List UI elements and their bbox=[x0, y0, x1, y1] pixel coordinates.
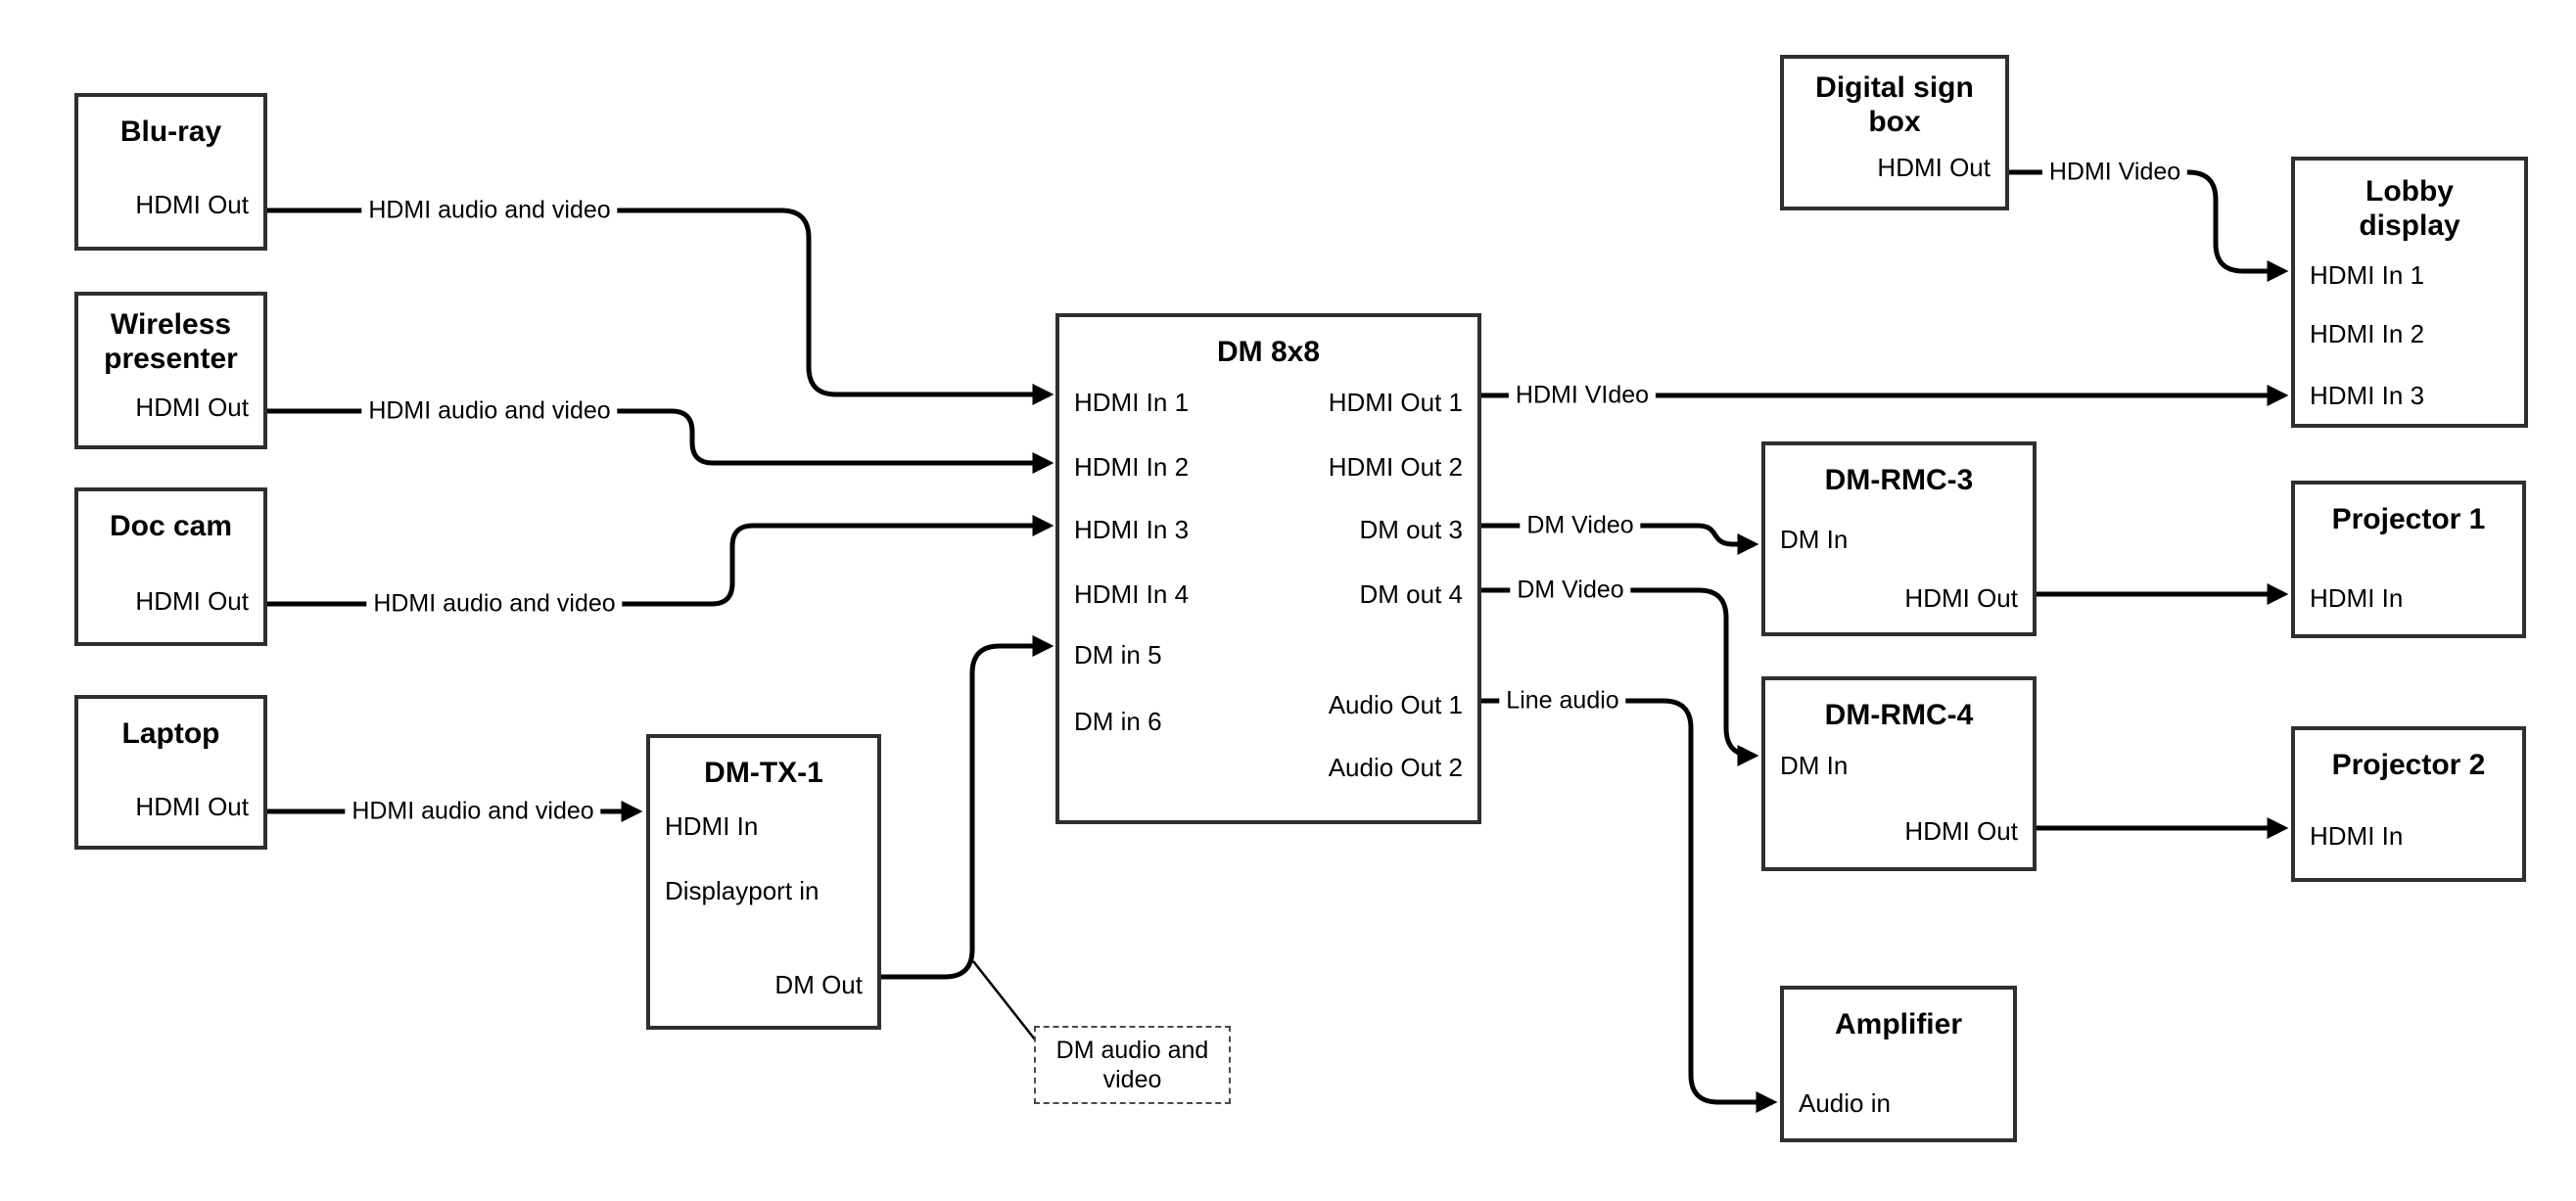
port-hdmi-out-1: HDMI Out 1 bbox=[1328, 388, 1463, 417]
connection-label: DM Video bbox=[1520, 511, 1641, 540]
node-title: Amplifier bbox=[1834, 1008, 1963, 1040]
port-audio-in: Audio in bbox=[1799, 1088, 1891, 1118]
connection-dmtx1-to-dm-in-5 bbox=[881, 634, 1054, 980]
port-dm-out-3: DM out 3 bbox=[1359, 515, 1464, 544]
connection-label: HDMI audio and video bbox=[366, 589, 623, 619]
node-blu-ray: Blu-ray HDMI Out bbox=[74, 93, 267, 251]
node-title: DM 8x8 bbox=[1216, 336, 1321, 368]
port-hdmi-out: HDMI Out bbox=[135, 586, 249, 616]
port-hdmi-in-2: HDMI In 2 bbox=[2310, 319, 2425, 348]
node-dm-rmc-4: DM-RMC-4 DM In HDMI Out bbox=[1761, 676, 2037, 871]
node-title: Digital sign box bbox=[1815, 71, 1974, 139]
node-title: Lobby display bbox=[2359, 175, 2460, 243]
connection-label: HDMI audio and video bbox=[361, 196, 618, 225]
port-hdmi-out: HDMI Out bbox=[1904, 583, 2018, 613]
port-displayport-in: Displayport in bbox=[665, 876, 820, 905]
node-doc-cam: Doc cam HDMI Out bbox=[74, 487, 267, 646]
port-dm-in: DM In bbox=[1780, 751, 1849, 780]
connection-audio-out-1-to-amplifier bbox=[1481, 698, 1778, 1114]
port-hdmi-in: HDMI In bbox=[2310, 583, 2404, 613]
connection-bluray-to-hdmi-in-1 bbox=[267, 208, 1054, 406]
node-title: DM-RMC-4 bbox=[1824, 699, 1974, 731]
port-hdmi-in-2: HDMI In 2 bbox=[1074, 452, 1190, 482]
node-projector-1: Projector 1 HDMI In bbox=[2291, 481, 2526, 638]
port-audio-out-2: Audio Out 2 bbox=[1328, 753, 1463, 782]
callout-leader-line bbox=[972, 960, 1036, 1040]
port-hdmi-in-3: HDMI In 3 bbox=[2310, 381, 2425, 410]
port-hdmi-in-3: HDMI In 3 bbox=[1074, 515, 1190, 544]
port-hdmi-out: HDMI Out bbox=[135, 190, 249, 219]
port-hdmi-out-2: HDMI Out 2 bbox=[1328, 452, 1463, 482]
node-title: DM-RMC-3 bbox=[1824, 464, 1974, 496]
port-dm-out: DM Out bbox=[774, 970, 863, 999]
port-dm-in: DM In bbox=[1780, 525, 1849, 554]
connection-label: HDMI audio and video bbox=[345, 797, 601, 826]
node-title: Projector 2 bbox=[2331, 749, 2486, 781]
port-dm-in-5: DM in 5 bbox=[1074, 640, 1162, 670]
port-hdmi-out: HDMI Out bbox=[135, 792, 249, 821]
node-dm-8x8: DM 8x8 HDMI In 1 HDMI In 2 HDMI In 3 HDM… bbox=[1055, 313, 1481, 824]
node-dm-rmc-3: DM-RMC-3 DM In HDMI Out bbox=[1761, 441, 2037, 636]
port-hdmi-in: HDMI In bbox=[2310, 821, 2404, 851]
connection-label: Line audio bbox=[1499, 686, 1626, 716]
connection-doccam-to-hdmi-in-3 bbox=[267, 514, 1054, 607]
callout-dm-audio-video: DM audio and video bbox=[1034, 1026, 1231, 1104]
connection-label: HDMI audio and video bbox=[361, 396, 618, 426]
node-lobby-display: Lobby display HDMI In 1 HDMI In 2 HDMI I… bbox=[2291, 157, 2528, 428]
port-dm-in-6: DM in 6 bbox=[1074, 707, 1162, 736]
port-hdmi-out: HDMI Out bbox=[1877, 153, 1991, 182]
port-hdmi-out: HDMI Out bbox=[1904, 816, 2018, 846]
node-projector-2: Projector 2 HDMI In bbox=[2291, 726, 2526, 882]
node-dm-tx-1: DM-TX-1 HDMI In Displayport in DM Out bbox=[646, 734, 881, 1030]
node-digital-sign-box: Digital sign box HDMI Out bbox=[1780, 55, 2009, 210]
port-hdmi-in: HDMI In bbox=[665, 811, 759, 841]
port-dm-out-4: DM out 4 bbox=[1359, 579, 1464, 609]
node-title: DM-TX-1 bbox=[704, 757, 823, 789]
node-amplifier: Amplifier Audio in bbox=[1780, 986, 2017, 1142]
connection-dm-out-4-to-dmrmc4 bbox=[1481, 587, 1759, 767]
connection-wireless-to-hdmi-in-2 bbox=[267, 408, 1054, 475]
connection-digisign-to-lobby bbox=[2009, 169, 2289, 283]
port-audio-out-1: Audio Out 1 bbox=[1328, 690, 1463, 719]
port-hdmi-in-1: HDMI In 1 bbox=[1074, 388, 1190, 417]
port-hdmi-in-1: HDMI In 1 bbox=[2310, 260, 2425, 290]
node-title: Wireless presenter bbox=[104, 308, 238, 376]
node-title: Doc cam bbox=[109, 510, 233, 542]
node-title: Projector 1 bbox=[2331, 503, 2486, 535]
node-wireless-presenter: Wireless presenter HDMI Out bbox=[74, 292, 267, 449]
connection-label: HDMI Video bbox=[2041, 158, 2188, 187]
connection-label: DM Video bbox=[1510, 576, 1631, 605]
port-hdmi-in-4: HDMI In 4 bbox=[1074, 579, 1190, 609]
port-hdmi-out: HDMI Out bbox=[135, 393, 249, 422]
connection-dm-out-3-to-dmrmc3 bbox=[1481, 523, 1759, 556]
node-laptop: Laptop HDMI Out bbox=[74, 695, 267, 850]
node-title: Laptop bbox=[121, 717, 220, 750]
node-title: Blu-ray bbox=[119, 115, 222, 148]
connection-label: HDMI VIdeo bbox=[1508, 381, 1657, 410]
